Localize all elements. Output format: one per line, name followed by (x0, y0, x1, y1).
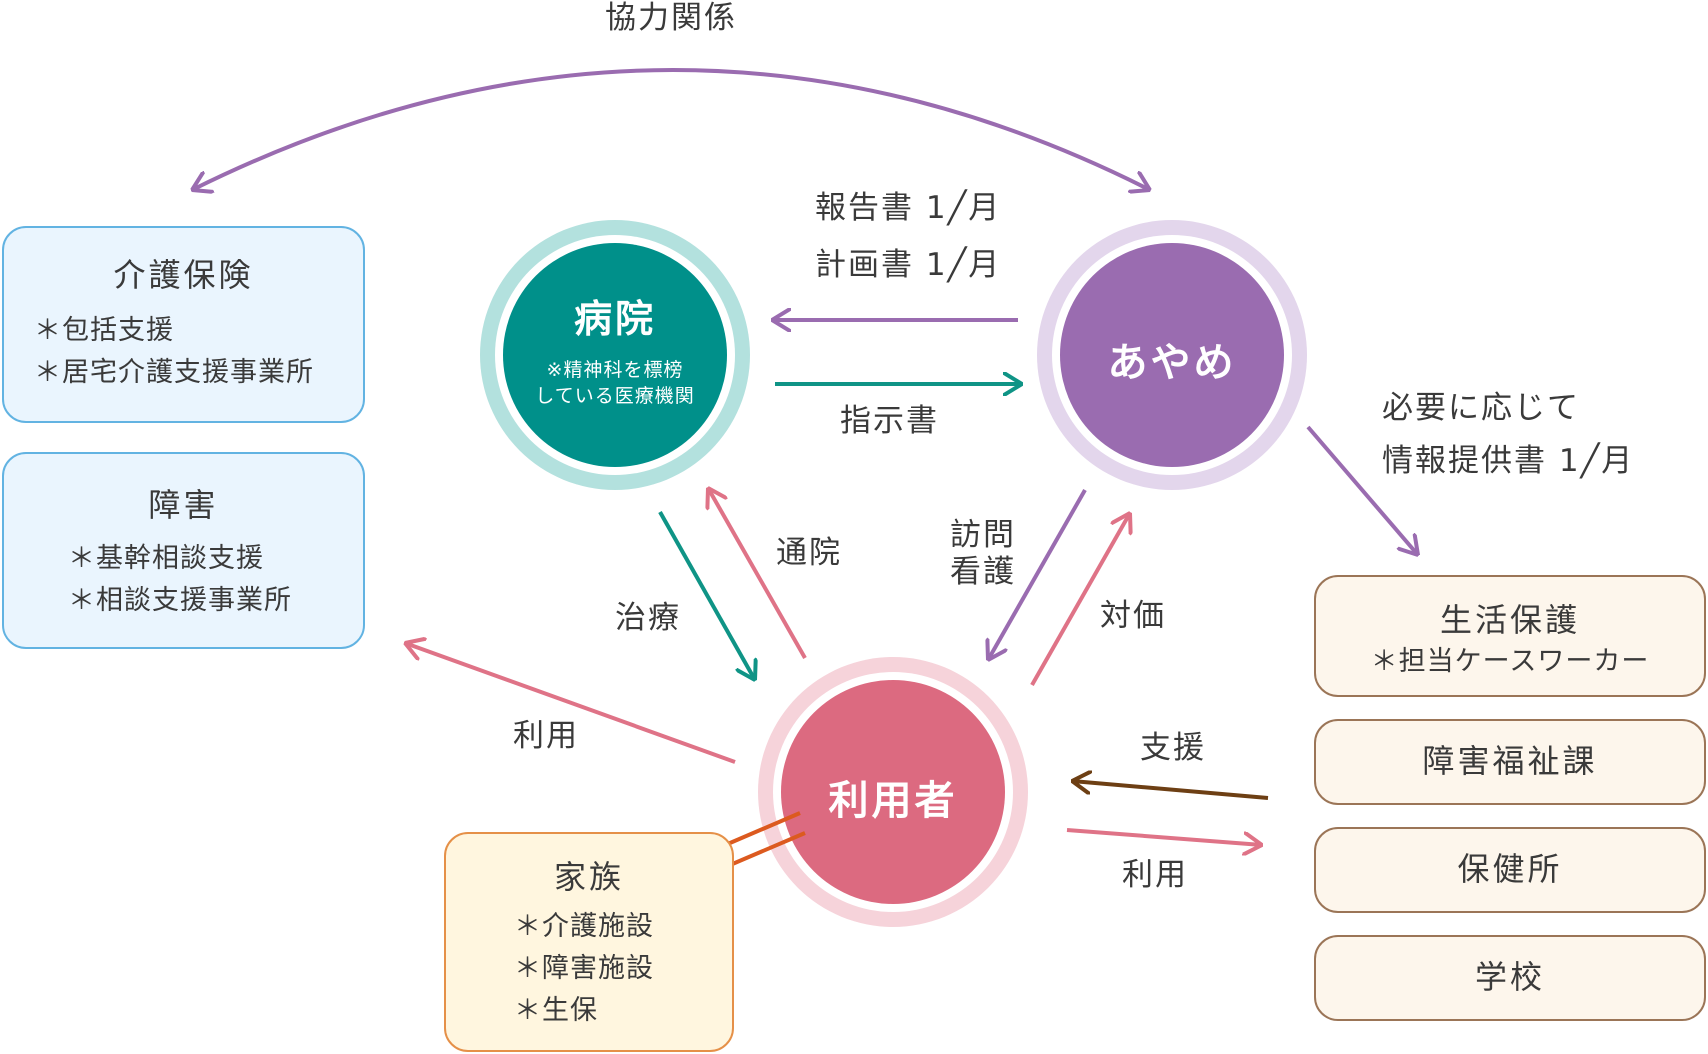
list-item: ＊介護施設 (514, 911, 654, 942)
hospital-node (480, 220, 750, 490)
visit-label-line2: 看護 (950, 554, 1016, 590)
family-box: 家族 ＊介護施設 ＊障害施設 ＊生保 (444, 832, 734, 1052)
health-center-box: 保健所 (1314, 827, 1706, 913)
use-right-arrow (1066, 828, 1262, 845)
health-center-title: 保健所 (1457, 850, 1563, 888)
outpatient-label: 通院 (776, 535, 842, 571)
list-item: ＊基幹相談支援 (68, 543, 264, 574)
list-item: ＊障害施設 (514, 953, 654, 984)
list-item: ＊相談支援事業所 (68, 585, 292, 616)
use-left-arrow (405, 643, 736, 764)
hospital-note-line2: している医療機関 (535, 385, 695, 407)
payment-label: 対価 (1100, 598, 1166, 634)
welfare-box: 生活保護 ＊担当ケースワーカー (1314, 575, 1706, 697)
disability-box: 障害 ＊基幹相談支援 ＊相談支援事業所 (2, 452, 365, 649)
report-label: 報告書 1╱月 (815, 190, 1002, 226)
use-left-label: 利用 (513, 718, 579, 754)
as-needed-label: 必要に応じて (1382, 390, 1580, 426)
family-title: 家族 (553, 858, 624, 896)
disability-title: 障害 (148, 486, 219, 524)
plan-label: 計画書 1╱月 (815, 247, 1002, 283)
ayame-node (1037, 220, 1307, 490)
hospital-title: 病院 (573, 297, 656, 341)
disability-welfare-section-title: 障害福祉課 (1422, 742, 1598, 780)
user-title: 利用者 (828, 778, 958, 824)
treatment-arrow (658, 511, 755, 680)
info-provision-label: 情報提供書 1╱月 (1382, 443, 1635, 479)
hospital-note-line1: ※精神科を標榜 (546, 359, 684, 381)
disability-welfare-section-box: 障害福祉課 (1314, 719, 1706, 805)
visit-nursing-arrow (988, 489, 1087, 660)
cooperation-arrow (192, 68, 1150, 190)
visit-label-line1: 訪問 (950, 517, 1016, 553)
care-insurance-title: 介護保険 (113, 256, 254, 294)
use-right-label: 利用 (1122, 857, 1188, 893)
list-item: ＊生保 (514, 995, 598, 1026)
user-node (758, 657, 1028, 927)
instruction-label: 指示書 (840, 403, 939, 439)
payment-arrow (1030, 513, 1130, 686)
welfare-title: 生活保護 (1439, 601, 1580, 639)
school-box: 学校 (1314, 935, 1706, 1021)
ayame-title: あやめ (1107, 340, 1237, 386)
care-insurance-box: 介護保険 ＊包括支援 ＊居宅介護支援事業所 (2, 226, 365, 423)
list-item: ＊担当ケースワーカー (1370, 646, 1650, 677)
treatment-label: 治療 (615, 600, 681, 636)
support-arrow (1072, 781, 1269, 800)
support-label: 支援 (1140, 730, 1206, 766)
cooperation-label: 協力関係 (605, 0, 737, 36)
list-item: ＊包括支援 (34, 315, 174, 346)
info-provision-arrow (1306, 425, 1418, 555)
list-item: ＊居宅介護支援事業所 (34, 357, 314, 388)
outpatient-arrow (708, 488, 807, 659)
school-title: 学校 (1474, 958, 1545, 996)
